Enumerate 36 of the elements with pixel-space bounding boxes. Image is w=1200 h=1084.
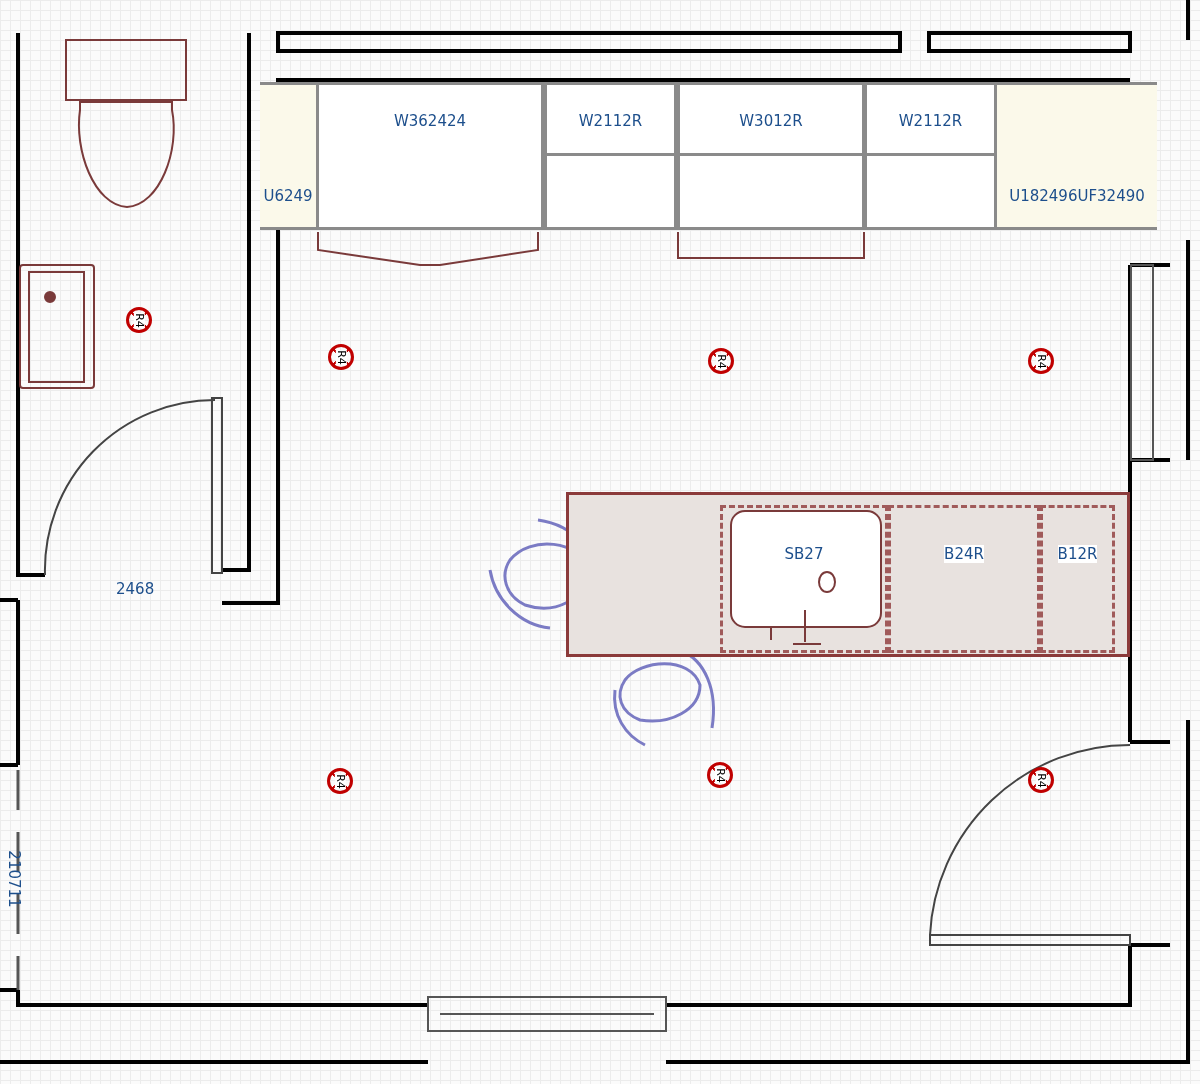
cabinet-label: UF32490 (1077, 187, 1145, 205)
cabinet-label: W2112R (578, 112, 643, 130)
wall-cabinet (316, 82, 544, 230)
dimension-label: 210711 (4, 850, 23, 908)
base-cabinet (888, 505, 1040, 653)
cabinet-label: W3012R (739, 112, 803, 130)
recessed-light-symbol (1028, 767, 1054, 793)
door-size-label: 2468 (116, 580, 155, 598)
cabinet-label: SB27 (784, 545, 824, 563)
cabinet-label: U182496 (1009, 187, 1078, 205)
light-tag: R4 (334, 773, 346, 789)
base-cabinet (1040, 505, 1115, 653)
light-tag: R4 (714, 767, 726, 783)
cabinet-label: W2112R (898, 112, 963, 130)
light-tag: R4 (133, 312, 145, 328)
recessed-light-symbol (327, 768, 353, 794)
recessed-light-symbol (1028, 348, 1054, 374)
wall-cabinet (677, 82, 865, 230)
light-tag: R4 (715, 353, 727, 369)
recessed-light-symbol (328, 344, 354, 370)
tall-cabinet (997, 82, 1157, 230)
recessed-light-symbol (707, 762, 733, 788)
cabinet-label: B12R (1057, 545, 1098, 563)
wall-cabinet (544, 82, 677, 230)
light-tag: R4 (1035, 353, 1047, 369)
light-tag: R4 (1035, 772, 1047, 788)
kitchen-island (566, 492, 1130, 657)
light-tag: R4 (335, 349, 347, 365)
cabinet-label: B24R (944, 545, 984, 563)
recessed-light-symbol (126, 307, 152, 333)
tall-cabinet (260, 82, 316, 230)
base-cabinet (720, 505, 888, 653)
cabinet-label: U6249 (263, 187, 313, 205)
recessed-light-symbol (708, 348, 734, 374)
wall-cabinet (864, 82, 997, 230)
cabinet-label: W362424 (393, 112, 467, 130)
